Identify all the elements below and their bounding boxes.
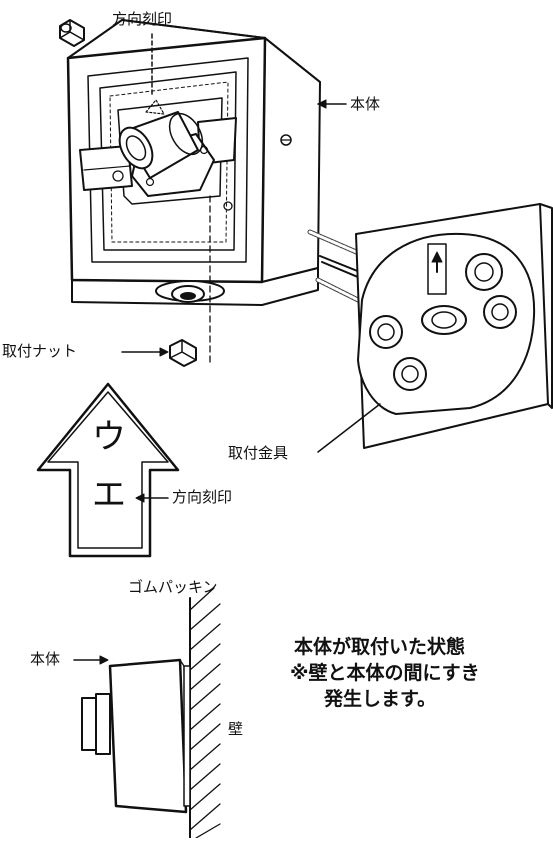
loose-nut-top <box>59 19 85 47</box>
direction-arrow <box>36 382 180 558</box>
arrow-char-e: エ <box>92 475 126 515</box>
note-line-3: 発生します。 <box>324 688 437 710</box>
mounting-nut-label: 取付ナット <box>2 342 78 360</box>
mounting-bracket <box>355 203 553 449</box>
direction-mark-label-top: 方向刻印 <box>112 10 173 28</box>
arrow-char-u: ウ <box>92 417 126 457</box>
note-line-2: ※壁と本体の間にすき <box>290 662 480 684</box>
side-view <box>73 587 221 839</box>
mounting-bracket-label: 取付金具 <box>228 444 289 462</box>
direction-mark-label-arrow: 方向刻印 <box>172 488 233 506</box>
mounting-nut-drawing <box>169 339 197 367</box>
inner-mechanism <box>79 97 237 211</box>
body-label-top: 本体 <box>350 95 381 113</box>
rubber-packing-label: ゴムパッキン <box>128 578 218 596</box>
body-label-bottom: 本体 <box>30 650 61 668</box>
note-line-1: 本体が取付いた状態 <box>294 636 466 658</box>
wall-label: 壁 <box>228 720 244 738</box>
